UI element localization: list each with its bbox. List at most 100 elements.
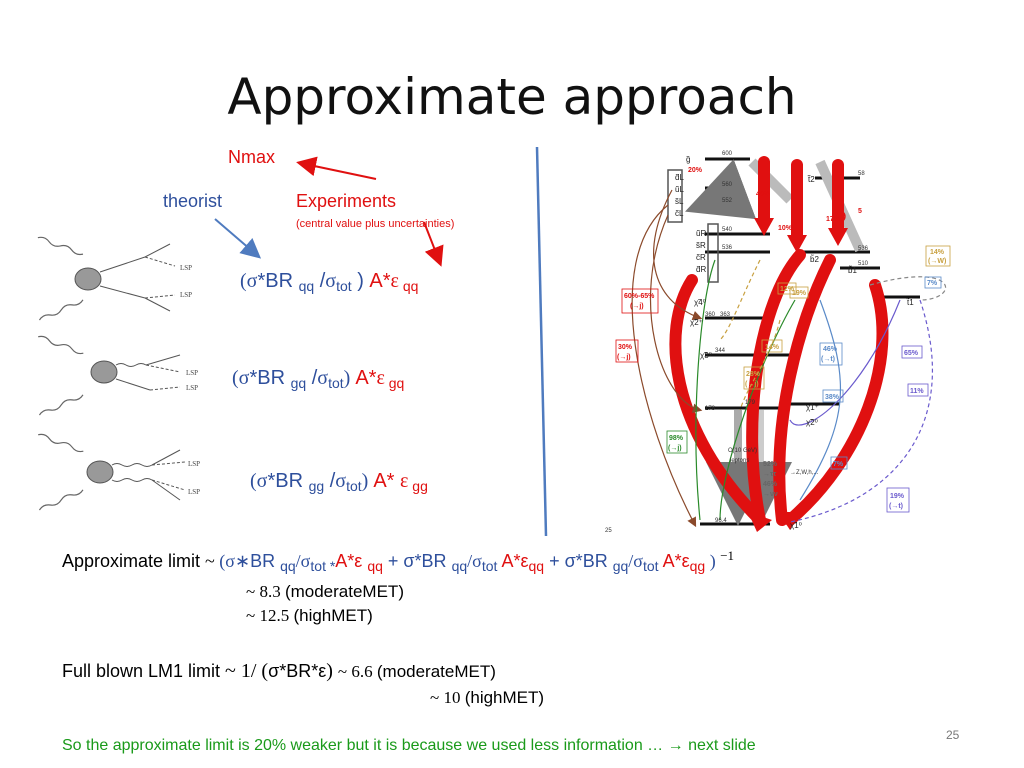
eps-subscript: qq [398,278,419,294]
svg-text:s̃R: s̃R [696,241,706,250]
svg-text:60%-65%: 60%-65% [624,293,655,300]
svg-text:12%: 12% [780,286,795,293]
svg-text:510: 510 [858,261,869,267]
svg-text:540: 540 [722,227,733,233]
sigma-symbol: σ [256,470,268,492]
svg-text:(→j): (→j) [745,381,759,388]
a-text: A* [373,470,400,492]
paren-close: ) [361,470,374,492]
value-label: (moderateMET) [284,582,404,601]
slash-sigma: /σ [628,551,643,571]
value-label: (highMET) [293,606,373,625]
nmax-label: Nmax [228,147,276,167]
subscript: qq [451,558,468,574]
svg-text:LSP: LSP [186,384,198,392]
decay-diagram: g̃ d̃L ũL s̃L c̃L ũR s̃R c̃R d̃R χ̃4⁰ χ̃… [605,151,951,534]
svg-text:600: 600 [722,151,733,157]
svg-text:(→t): (→t) [889,503,903,510]
svg-text:52%: 52% [763,461,778,468]
svg-text:→Z,W,h,...: →Z,W,h,... [790,470,819,476]
paren-close: ) [705,551,721,571]
svg-text:t̃2: t̃2 [807,175,815,184]
paren-open: ( [250,470,257,492]
sigma-symbol: σ [325,270,337,292]
svg-text:536: 536 [858,246,869,252]
exponent: −1 [720,548,735,563]
br-text: BR [250,551,281,571]
paren-close: ) [343,367,356,389]
svg-text:38%: 38% [825,394,840,401]
value: ~ 10 [430,688,465,707]
svg-text:96.4: 96.4 [715,518,727,524]
a-eps-text: A*ε [335,551,368,571]
svg-text:χ̃2⁰: χ̃2⁰ [806,418,818,427]
svg-text:344: 344 [715,348,726,354]
svg-text:c̃R: c̃R [696,253,706,262]
feynman-diagram-gg: LSP LSP [38,433,200,511]
svg-text:552: 552 [722,198,733,204]
paren-open: ( [232,367,239,389]
experiments-label: Experiments [296,191,397,211]
formula-gq: (σ*BR gq /σtot) A*ε gq [232,367,404,391]
tot-subscript: tot [346,478,362,494]
epsilon-symbol: ε [400,470,409,492]
approx-value-high: ~ 12.5 (highMET) [246,606,373,626]
svg-text:d̃L: d̃L [675,173,685,182]
svg-text:χ̃1⁺: χ̃1⁺ [806,403,819,412]
svg-text:LSP: LSP [186,369,198,377]
svg-text:560: 560 [722,182,733,188]
conclusion-tail: next slide [683,737,756,754]
paren-close: ) [351,270,370,292]
paren-open: ( [240,270,247,292]
paren-close: ) [326,660,338,682]
experiments-note: (central value plus uncertainties) [296,218,455,230]
svg-text:LSP: LSP [188,460,200,468]
page-title: Approximate approach [227,68,797,126]
svg-text:(→j): (→j) [630,303,644,310]
br-subscript: gg [308,478,325,494]
sigma-symbol: σ [335,470,347,492]
svg-text:7%: 7% [833,461,844,468]
svg-text:10%: 10% [778,225,793,232]
svg-text:→ττ: →ττ [763,471,777,478]
svg-text:c̃L: c̃L [675,209,684,218]
epsilon-symbol: ε [390,270,399,292]
svg-text:28%: 28% [746,371,761,378]
svg-text:ũR: ũR [696,229,706,238]
svg-text:48%: 48% [756,191,771,198]
slash: / [306,367,318,389]
approx-label: Approximate limit [62,551,206,571]
svg-text:s̃L: s̃L [675,197,684,206]
slash-sigma: /σ [467,551,482,571]
svg-text:(→j): (→j) [617,354,631,361]
sigma-br-eps: σ*BR*ε [268,661,327,681]
svg-text:7%: 7% [927,280,938,287]
slash: / [314,270,326,292]
svg-text:179: 179 [745,400,756,406]
svg-text:46%: 46% [823,346,838,353]
svg-text:20%: 20% [688,167,703,174]
feynman-diagram-qq: LSP LSP [37,236,192,321]
sim-symbol: ~ 1/ ( [225,660,269,682]
sigma-symbol: σ [238,367,250,389]
nmax-arrow [296,156,377,180]
svg-text:(→W): (→W) [928,258,946,265]
slash-sigma: /σ [295,551,311,571]
tot-subscript: tot [336,278,352,294]
formula-gg: (σ*BR gg /σtot) A* ε gg [250,470,428,494]
br-text: *BR [257,270,299,292]
br-text: *BR [249,367,291,389]
approximate-limit-formula: Approximate limit ~ (σ∗BR qq/σtot *A*ε q… [62,548,734,574]
plus-term: + σ*BR [382,551,452,571]
subscript: qq [367,558,383,574]
value-label: (highMET) [464,688,545,707]
svg-text:360: 360 [705,312,716,318]
approx-value-moderate: ~ 8.3 (moderateMET) [246,582,404,602]
svg-text:χ̃1⁰: χ̃1⁰ [790,521,802,530]
svg-text:19%: 19% [792,290,807,297]
svg-text:178: 178 [705,406,716,412]
svg-text:g̃: g̃ [686,155,691,164]
theorist-label: theorist [163,191,223,211]
